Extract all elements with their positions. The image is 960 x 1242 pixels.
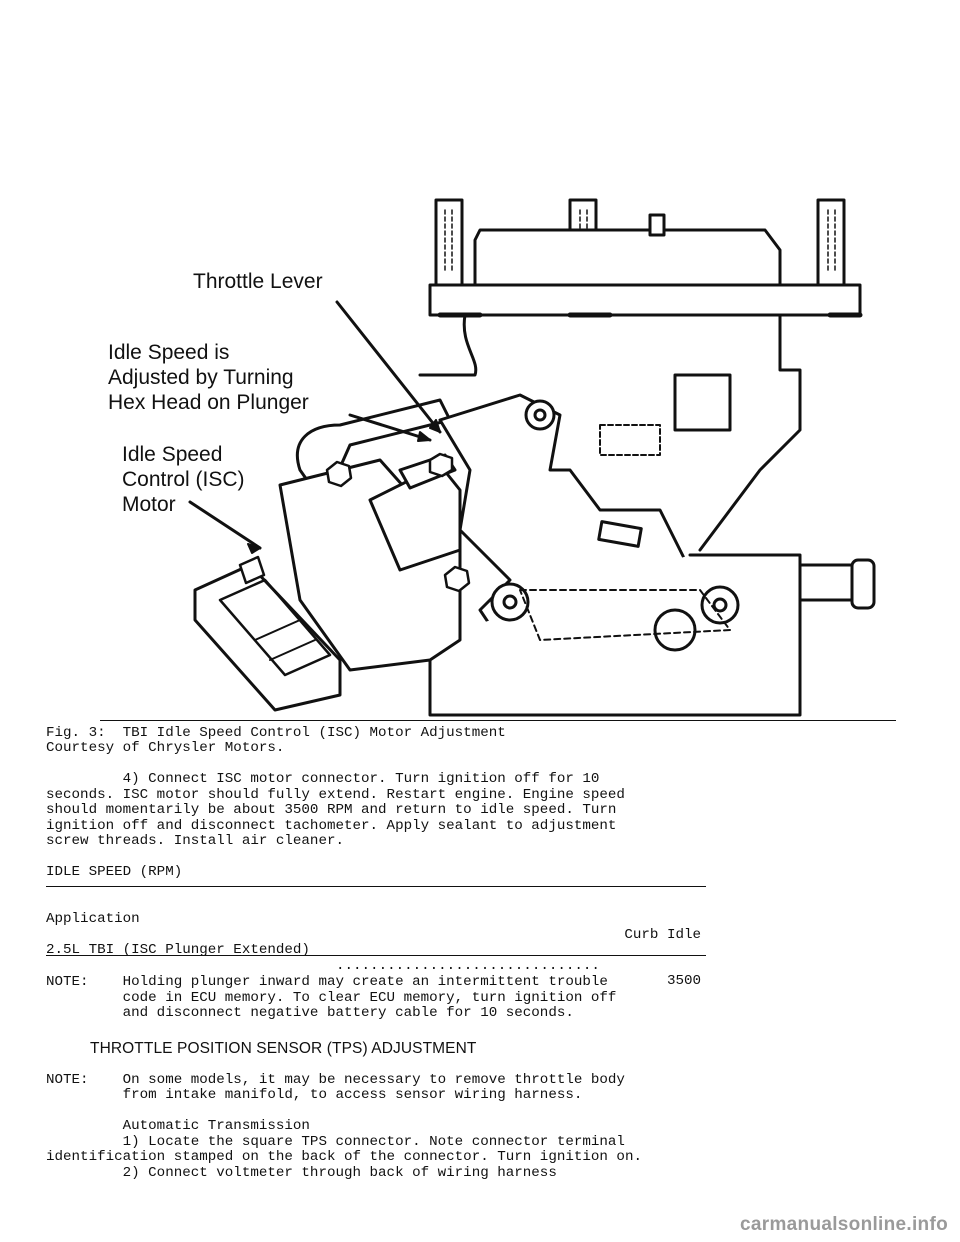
step-line: 2) Connect voltmeter through back of wir… <box>46 1165 557 1181</box>
table-row: 2.5L TBI (ISC Plunger Extended) ........… <box>46 928 701 989</box>
dot-leader: ............................... <box>336 957 600 974</box>
step-4-line: 4) Connect ISC motor connector. Turn ign… <box>46 771 600 787</box>
figure-bottom-rule <box>100 720 896 721</box>
step-4-line: seconds. ISC motor should fully extend. … <box>46 787 625 803</box>
label-throttle-lever: Throttle Lever <box>193 270 323 293</box>
note-line: NOTE: Holding plunger inward may create … <box>46 974 608 990</box>
note-line: and disconnect negative battery cable fo… <box>46 1005 574 1021</box>
step-line: 1) Locate the square TPS connector. Note… <box>46 1134 625 1150</box>
cell-application: 2.5L TBI (ISC Plunger Extended) <box>46 942 310 959</box>
figure-caption: Fig. 3: TBI Idle Speed Control (ISC) Mot… <box>46 725 506 741</box>
table-title: IDLE SPEED (RPM) <box>46 864 183 880</box>
watermark-logo: carmanualsonline.info <box>740 1214 948 1235</box>
table-top-rule <box>46 886 706 887</box>
label-isc-line-2: Control (ISC) <box>122 468 245 491</box>
cell-curb-idle: 3500 <box>666 973 701 990</box>
label-isc-motor: Idle Speed Control (ISC) Motor <box>122 442 245 517</box>
isc-motor-figure: Throttle Lever Idle Speed is Adjusted by… <box>100 170 900 725</box>
subsection-title: Automatic Transmission <box>46 1118 310 1134</box>
label-idle-adjust-line-1: Idle Speed is <box>108 341 230 364</box>
label-idle-adjust-line-3: Hex Head on Plunger <box>108 391 309 414</box>
column-header-application: Application <box>46 911 140 928</box>
label-idle-adjust: Idle Speed is Adjusted by Turning Hex He… <box>108 340 309 415</box>
table-header-row: Application Curb Idle <box>46 897 701 942</box>
label-isc-line-3: Motor <box>122 493 176 516</box>
column-header-curb-idle: Curb Idle <box>624 926 701 943</box>
note-line: from intake manifold, to access sensor w… <box>46 1087 583 1103</box>
step-4-line: should momentarily be about 3500 RPM and… <box>46 802 617 818</box>
label-idle-adjust-line-2: Adjusted by Turning <box>108 366 294 389</box>
section-heading: THROTTLE POSITION SENSOR (TPS) ADJUSTMEN… <box>90 1040 477 1057</box>
throttle-body-illustration <box>188 198 876 717</box>
note-line: code in ECU memory. To clear ECU memory,… <box>46 990 617 1006</box>
step-line: identification stamped on the back of th… <box>46 1149 642 1165</box>
step-4-line: ignition off and disconnect tachometer. … <box>46 818 617 834</box>
step-4-line: screw threads. Install air cleaner. <box>46 833 344 849</box>
table-bottom-rule <box>46 955 706 956</box>
label-isc-line-1: Idle Speed <box>122 443 223 466</box>
note-line: NOTE: On some models, it may be necessar… <box>46 1072 625 1088</box>
figure-credit: Courtesy of Chrysler Motors. <box>46 740 285 756</box>
